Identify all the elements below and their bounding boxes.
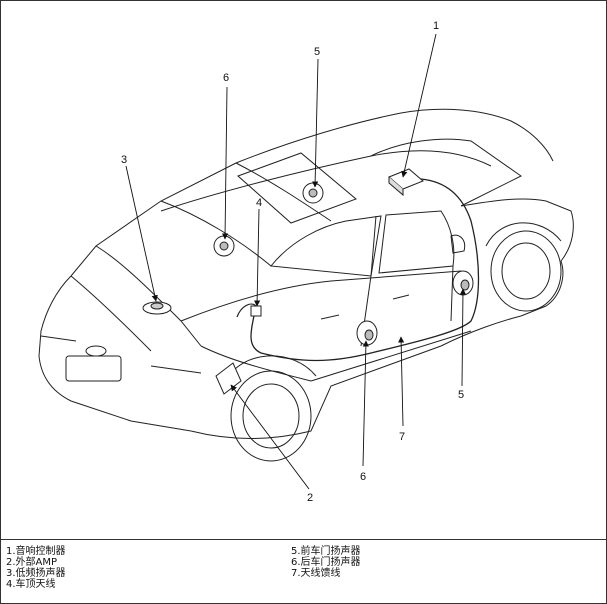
callout-3: 3 [121, 154, 127, 166]
rear-door-speaker [356, 320, 378, 346]
audio-controller [388, 168, 424, 197]
callout-2: 2 [307, 492, 313, 504]
legend-item-5: 5.前车门扬声器 [291, 546, 361, 557]
callout-1: 1 [433, 20, 439, 32]
legend-item-7: 7.天线馈线 [291, 568, 341, 579]
woofer-speaker [142, 301, 172, 315]
legend-right-column: 5.前车门扬声器 6.后车门扬声器 7.天线馈线 [291, 546, 361, 579]
legend-item-3: 3.低频扬声器 [6, 568, 66, 579]
callout-5-top: 5 [314, 46, 320, 58]
legend-item-1: 1.音响控制器 [6, 546, 66, 557]
legend-item-2: 2.外部AMP [6, 557, 58, 568]
car-illustration [38, 108, 574, 462]
rear-shelf-speaker-left [213, 235, 235, 257]
leader-lines [125, 33, 467, 490]
callout-5-right: 5 [458, 389, 464, 401]
callout-7: 7 [399, 431, 405, 443]
legend-divider [1, 539, 606, 540]
legend-item-4: 4.车顶天线 [6, 579, 56, 590]
external-amp [215, 362, 242, 395]
legend-item-6: 6.后车门扬声器 [291, 557, 361, 568]
callout-4: 4 [256, 197, 262, 209]
callout-6-top: 6 [223, 72, 229, 84]
rear-shelf-speaker-right [302, 182, 324, 204]
callout-6-bottom: 6 [360, 471, 366, 483]
roof-antenna [250, 305, 262, 317]
legend: 1.音响控制器 2.外部AMP 3.低频扬声器 4.车顶天线 5.前车门扬声器 … [1, 542, 606, 602]
legend-left-column: 1.音响控制器 2.外部AMP 3.低频扬声器 4.车顶天线 [6, 546, 66, 590]
car-audio-diagram: 1 2 3 4 5 5 6 6 7 [38, 20, 574, 504]
antenna-feeder-cable [250, 178, 480, 362]
